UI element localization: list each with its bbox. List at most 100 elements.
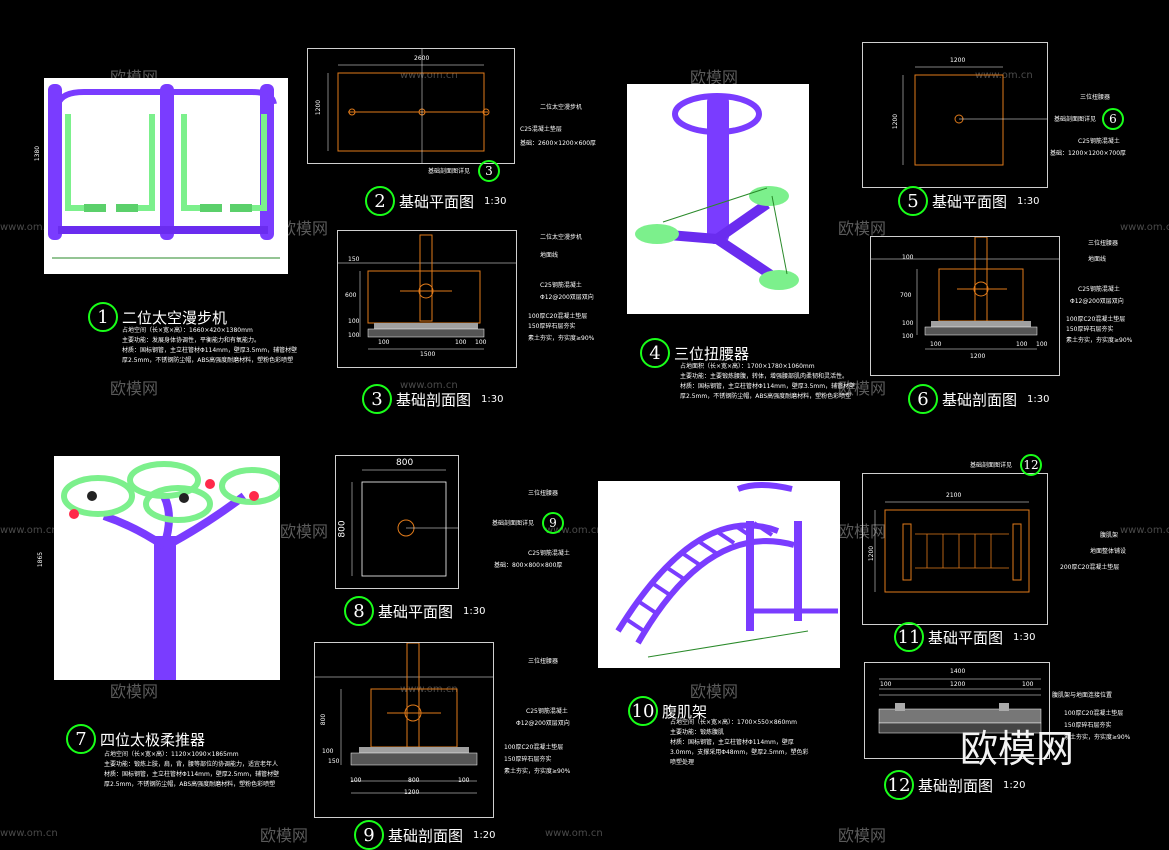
width-dimension: 1200 [950, 57, 966, 64]
annotation: 100厚C20混凝土垫层 [504, 744, 564, 751]
drawing-name: 基础剖面图 [918, 776, 994, 795]
equipment-render-4 [627, 84, 809, 314]
dimension: 100 [902, 320, 914, 327]
dimension: 100 [902, 333, 914, 340]
annotation: 地面线 [540, 252, 559, 259]
height-dimension: 1200 [868, 545, 876, 562]
equipment-title-7: 7 四位太极柔推器 [66, 724, 205, 754]
dimension: 1200 [950, 681, 966, 688]
annotation: 基础：1200×1200×700厚 [1050, 150, 1127, 157]
total-dimension: 1200 [404, 789, 420, 796]
total-dimension: 1400 [950, 668, 966, 675]
spec-line: 喷塑处理 [670, 759, 695, 766]
number-badge: 4 [640, 338, 670, 368]
drawing-scale: 1:30 [481, 393, 504, 405]
width-dimension: 2600 [414, 55, 430, 62]
drawing-name: 基础平面图 [932, 192, 1008, 211]
section-reference-badge: 3 [478, 160, 500, 182]
equipment-spec-1: 占地空间（长×宽×高）：1660×420×1380mm 主要功能：发展身体协调性… [122, 326, 322, 366]
dimension: 100 [902, 254, 914, 261]
watermark-url: www.om.cn [545, 525, 603, 536]
dimension: 100 [1036, 341, 1048, 348]
drawing-name: 基础平面图 [399, 192, 475, 211]
equipment-render-1 [44, 78, 288, 274]
annotation: 素土夯实，夯实度≥90% [1064, 734, 1131, 741]
watermark: 欧模网 [280, 219, 329, 238]
annotation: Φ12@200双层双向 [516, 720, 570, 727]
drawing-title-6: 6 基础剖面图 1:30 [908, 384, 1049, 414]
section-reference-badge: 9 [542, 512, 564, 534]
watermark-url: www.om.cn [400, 380, 458, 391]
drawing-name: 基础剖面图 [396, 390, 472, 409]
spec-line: 材质：国标钢管，主立柱管材Φ114mm，壁厚 [670, 739, 794, 746]
section-reference: 基础剖面图详见 [428, 168, 471, 175]
watermark-url: www.om.cn [0, 828, 58, 839]
spec-line: 占地空间（长×宽×高）：1660×420×1380mm [122, 327, 253, 334]
annotation: 150厚碎石层夯实 [504, 756, 552, 763]
section-reference: 基础剖面图详见 [970, 462, 1013, 469]
annotation: 基础剖面图详见 [492, 520, 535, 527]
watermark-url: www.om.cn [1120, 222, 1169, 233]
watermark: 欧模网 [838, 379, 887, 398]
dimension: 100 [455, 339, 467, 346]
watermark-url: www.om.cn [1120, 525, 1169, 536]
annotation: 素土夯实，夯实度≥90% [1066, 337, 1133, 344]
dimension: 800 [408, 777, 420, 784]
dimension: 100 [348, 318, 360, 325]
number-badge: 8 [344, 596, 374, 626]
spec-line: 材质：国标钢管，主立柱管材Φ114mm，壁厚3.5mm，辅管材壁 [680, 383, 856, 390]
drawing-scale: 1:20 [1003, 779, 1026, 791]
annotation: 150厚碎石层夯实 [1066, 326, 1114, 333]
drawing-frame-11 [862, 473, 1048, 625]
drawing-frame-5 [862, 42, 1048, 188]
annotation: 素土夯实，夯实度≥90% [528, 335, 595, 342]
foundation-plan-svg [351, 469, 458, 577]
drawing-frame-6 [870, 236, 1060, 376]
foundation-plan-svg [874, 501, 1030, 593]
spec-line: 占地面积（长×宽×高）：1700×1780×1060mm [680, 363, 815, 370]
spec-line: 厚2.5mm，不锈钢防尘帽，ABS高强度耐磨材料，塑粉色彩喷塑 [122, 357, 294, 364]
annotation: 腹肌架 [1100, 532, 1119, 539]
annotation: 200厚C20混凝土垫层 [1060, 564, 1120, 571]
situp-bench-illustration [615, 482, 838, 658]
drawing-frame-2 [307, 45, 515, 164]
number-badge: 7 [66, 724, 96, 754]
dimension: 100 [475, 339, 487, 346]
watermark: 欧模网 [838, 219, 887, 238]
spec-line: 厚2.5mm，不锈钢防尘帽，ABS高强度耐磨材料，塑粉色彩喷塑 [680, 393, 852, 400]
foundation-section-svg [871, 236, 1059, 350]
dimension: 100 [1016, 341, 1028, 348]
space-walker-illustration [48, 84, 280, 259]
drawing-title-2: 2 基础平面图 1:30 [365, 186, 506, 216]
height-dimension: 1380 [34, 145, 42, 162]
annotation: 腹肌架与地面连接位置 [1052, 692, 1113, 699]
dimension: 150 [328, 758, 340, 765]
annotation: 素土夯实，夯实度≥90% [504, 768, 571, 775]
annotation: 二位太空漫步机 [540, 234, 583, 241]
dimension: 100 [1022, 681, 1034, 688]
foundation-section-svg [315, 642, 493, 794]
watermark-url: www.om.cn [400, 70, 458, 81]
equipment-title-10: 10 腹肌架 [628, 696, 707, 726]
annotation: 地面线 [1088, 256, 1107, 263]
foundation-plan-svg [327, 45, 490, 163]
drawing-frame-3 [337, 230, 517, 368]
drawing-scale: 1:30 [484, 195, 507, 207]
drawing-frame-8 [335, 455, 459, 589]
drawing-name: 基础剖面图 [388, 826, 464, 845]
annotation: C25钢筋混凝土 [526, 708, 568, 715]
equipment-name: 腹肌架 [662, 702, 708, 721]
drawing-title-5: 5 基础平面图 1:30 [898, 186, 1039, 216]
drawing-scale: 1:30 [463, 605, 486, 617]
width-dimension: 2100 [946, 492, 962, 499]
equipment-title-1: 1 二位太空漫步机 [88, 302, 227, 332]
watermark: 欧模网 [690, 68, 739, 87]
annotation: C25钢筋混凝土 [1078, 286, 1120, 293]
dimension: 150 [348, 256, 360, 263]
dimension: 100 [880, 681, 892, 688]
drawing-frame-12 [864, 662, 1050, 759]
drawing-frame-9 [314, 642, 494, 818]
number-badge: 6 [908, 384, 938, 414]
annotation: C25钢筋混凝土 [528, 550, 570, 557]
number-badge: 2 [365, 186, 395, 216]
